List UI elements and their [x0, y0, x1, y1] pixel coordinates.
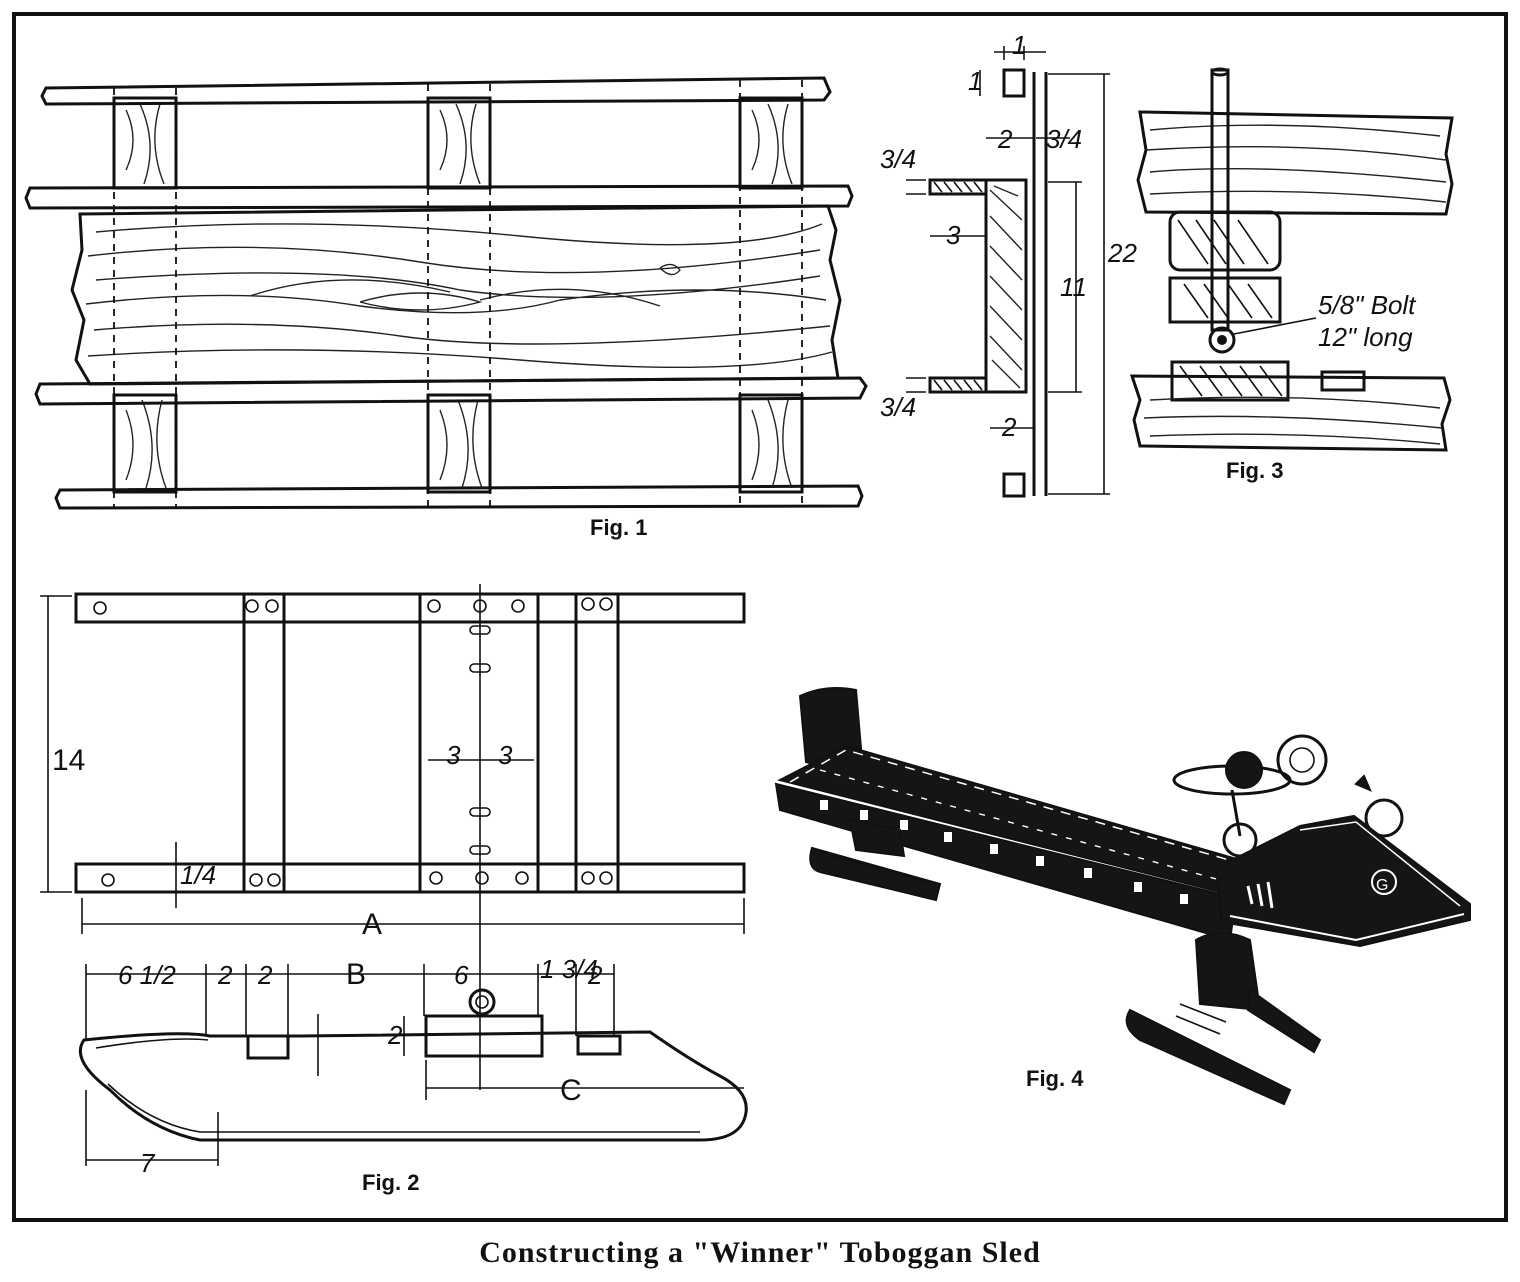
dim-C: C	[560, 1074, 582, 1107]
fig3-bolt-drawing: 5/8" Bolt 12" long Fig. 3	[1129, 67, 1454, 483]
plate-caption: Constructing a "Winner" Toboggan Sled	[479, 1236, 1041, 1269]
dim-1-side: 1	[968, 66, 982, 96]
dim-7: 7	[140, 1148, 156, 1178]
fig3-bolt-line1: 5/8" Bolt	[1318, 290, 1417, 320]
fig4-label: Fig. 4	[1026, 1066, 1084, 1091]
fig1-main-plank	[70, 204, 842, 386]
dim-2-c: 2	[587, 960, 603, 990]
dim-B: B	[346, 958, 366, 991]
fig4-toboggan-illustration: G Fig. 4	[774, 687, 1471, 1106]
dim-1-3-4: 1 3/4	[540, 954, 598, 984]
fig1-hidden-lines	[113, 80, 803, 508]
dim-3-4-top: 3/4	[1046, 124, 1082, 154]
fig1-label: Fig. 1	[590, 515, 647, 540]
dim-2-b: 2	[257, 960, 273, 990]
dim-3-4-bottom: 3/4	[880, 392, 916, 422]
dim-2-small: 2	[387, 1020, 403, 1050]
fig4-emblem: G	[1376, 877, 1388, 894]
fig2-screws	[93, 597, 613, 887]
fig1-rails	[24, 76, 868, 510]
fig2-slots	[469, 625, 491, 855]
dim-14: 14	[52, 744, 85, 777]
fig4-rail-notches	[820, 800, 1188, 904]
dim-22: 22	[1107, 238, 1137, 268]
dim-11: 11	[1060, 272, 1087, 302]
fig2-label: Fig. 2	[362, 1170, 419, 1195]
dim-6-1-2: 6 1/2	[118, 960, 176, 990]
side-section-drawing: 1 1 2 3/4 3/4 3 11 22 3/4 2	[880, 30, 1137, 498]
fig3-bolt-line2: 12" long	[1318, 322, 1413, 352]
fig3-label: Fig. 3	[1226, 458, 1283, 483]
dim-2-a: 2	[217, 960, 233, 990]
dim-3-right: 3	[498, 740, 513, 770]
dim-3-4-left: 3/4	[880, 144, 916, 174]
fig1-plank-drawing: Fig. 1	[24, 76, 868, 540]
dim-2-top: 2	[997, 124, 1013, 154]
dim-A: A	[362, 908, 382, 941]
fig2-frame-drawing: 14 1/4 3 3 A 6 1/2 2 2 B 6 1 3/4	[40, 584, 748, 1195]
plate-border	[12, 12, 1508, 1222]
dim-1-top: 1	[1012, 30, 1026, 60]
dim-3: 3	[946, 220, 961, 250]
dim-1-4: 1/4	[180, 860, 216, 890]
dim-3-left: 3	[446, 740, 461, 770]
dim-6: 6	[454, 960, 469, 990]
dim-2-bottom: 2	[1001, 412, 1017, 442]
